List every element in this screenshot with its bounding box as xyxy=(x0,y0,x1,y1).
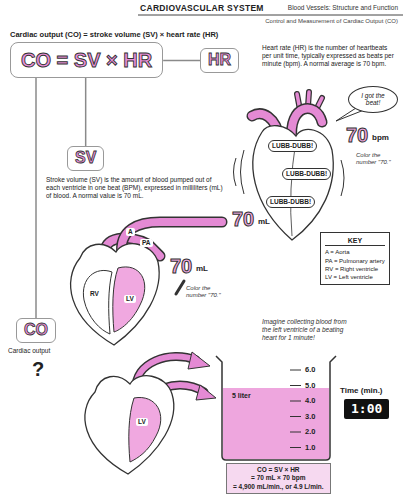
abbreviation-box: HR xyxy=(200,48,239,73)
box-text: LUBB-DUBB! xyxy=(272,142,313,150)
sound-bubble: LUBB-DUBB! xyxy=(266,196,315,208)
blood-fill xyxy=(223,388,329,459)
coloring-note: Color the number "70." xyxy=(356,152,396,166)
question-mark: ? xyxy=(32,357,44,381)
box-text: KEY xyxy=(325,236,385,246)
connector-line xyxy=(163,60,200,62)
description: Heart rate (HR) is the number of heartbe… xyxy=(262,44,398,67)
box-text: 1:00 xyxy=(351,401,382,417)
description: Stroke volume (SV) is the amount of bloo… xyxy=(46,176,226,199)
heart-body xyxy=(253,126,333,240)
box-text: A = Aorta xyxy=(325,248,385,256)
part-label: PA xyxy=(140,239,153,247)
subtitle: Control and Measurement of Cardiac Outpu… xyxy=(265,18,398,25)
box-text: PA = Pulmonary artery xyxy=(325,257,385,265)
sound-bubble: LUBB-DUBB! xyxy=(268,140,317,152)
timer-heading: Time (min.) xyxy=(340,386,383,396)
arrow-head xyxy=(188,352,210,369)
box-text: HR xyxy=(208,50,231,71)
right-ventricle xyxy=(83,270,112,334)
beaker-outline xyxy=(216,356,336,460)
scale-mark: 1.0 xyxy=(305,443,315,452)
abbreviation-box: CO xyxy=(16,318,56,343)
scale-mark: 2.0 xyxy=(305,427,315,436)
motion-lines xyxy=(234,150,345,196)
part-label: RV xyxy=(88,290,101,298)
volume-label: 5 liter xyxy=(232,392,251,400)
septum-line xyxy=(291,140,296,236)
unit-label: bpm xyxy=(372,133,389,143)
measuring-beaker xyxy=(216,356,336,460)
box-text: LUBB-DUBB! xyxy=(270,198,311,206)
scale-mark: 3.0 xyxy=(305,412,315,421)
heart-body xyxy=(71,244,160,345)
part-label: A xyxy=(126,228,135,236)
formula-text: Cardiac output (CO) = stroke volume (SV)… xyxy=(10,30,218,39)
page-title: CARDIOVASCULAR SYSTEM xyxy=(140,3,264,13)
box-text: CO = SV × HR xyxy=(233,466,324,474)
equation-box: CO = SV × HR xyxy=(10,42,163,78)
arrow-head xyxy=(196,385,216,400)
collecting-heart xyxy=(85,352,216,474)
number-to-color: 70 xyxy=(170,255,192,278)
section-title: Blood Vessels: Structure and Function xyxy=(288,4,398,12)
coloring-note: Color the number "70." xyxy=(186,285,228,299)
left-ventricle xyxy=(113,267,145,332)
part-label: LV xyxy=(124,295,136,303)
box-text: SV xyxy=(75,148,96,169)
scale-mark: 6.0 xyxy=(305,365,315,374)
connector-line xyxy=(35,78,37,318)
box-text: RV = Right ventricle xyxy=(325,265,385,273)
left-ventricle xyxy=(129,397,161,462)
part-label: LV xyxy=(136,418,148,426)
box-text: = 70 mL × 70 bpm xyxy=(233,474,324,482)
box-text: = 4,900 mL/min., or 4.9 L/min. xyxy=(233,483,324,491)
result-box: CO = SV × HR= 70 mL × 70 bpm= 4,900 mL/m… xyxy=(226,463,331,494)
heart-body xyxy=(85,376,174,474)
unit-label: mL xyxy=(258,217,270,227)
number-to-color: 70 xyxy=(346,124,368,147)
scale-mark: 5.0 xyxy=(305,381,315,390)
scale-ticks xyxy=(290,370,301,448)
instruction-note: Imagine collecting blood from the left v… xyxy=(262,318,352,341)
pencil-icon xyxy=(176,281,184,294)
abbreviation-box: SV xyxy=(67,146,104,171)
box-text: LV = Left ventricle xyxy=(325,273,385,281)
header-rule xyxy=(138,15,403,16)
box-text: I got the beat! xyxy=(356,92,390,107)
box-caption: Cardiac output xyxy=(8,347,50,355)
speech-bubble: I got the beat! xyxy=(348,86,398,113)
scale-mark: 4.0 xyxy=(305,396,315,405)
timer-display: 1:00 xyxy=(344,399,389,419)
box-text: CO xyxy=(24,320,48,341)
sectioned-heart xyxy=(71,222,222,345)
key-box: KEY A = AortaPA = Pulmonary arteryRV = Ri… xyxy=(320,232,390,285)
box-text: LUBB-DUBB! xyxy=(286,170,327,178)
sound-bubble: LUBB-DUBB! xyxy=(282,168,331,180)
box-text: CO = SV × HR xyxy=(21,46,152,74)
unit-label: mL xyxy=(196,264,208,274)
connector-line xyxy=(85,78,87,146)
number-to-color: 70 xyxy=(232,208,254,231)
